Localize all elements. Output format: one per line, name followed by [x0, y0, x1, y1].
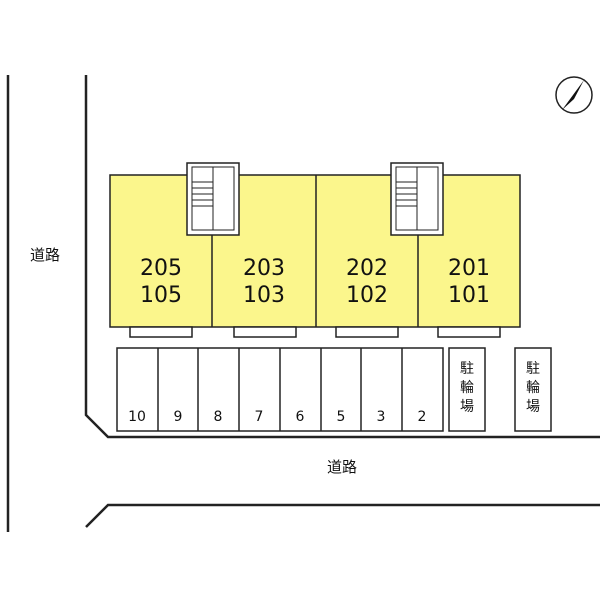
- balcony: [335, 326, 399, 338]
- south-road-label: 道路: [327, 458, 357, 476]
- unit-number-lower: 105: [140, 283, 182, 308]
- balcony: [129, 326, 193, 338]
- bicycle-parking: 駐 輪 場: [448, 347, 486, 432]
- unit-number-upper: 201: [448, 256, 490, 281]
- parking-space-number: 3: [377, 409, 386, 425]
- bicycle-parking: 駐 輪 場: [514, 347, 552, 432]
- south-road-outer-edge: [85, 503, 600, 528]
- unit-number-lower: 102: [346, 283, 388, 308]
- building: 205 105 203 103 202 102 201 101: [109, 162, 521, 338]
- stairs-icon: [186, 162, 240, 236]
- parking-space-number: 5: [337, 409, 346, 425]
- stairs-icon: [390, 162, 444, 236]
- parking-space-number: 2: [418, 409, 427, 425]
- road-edge-inner: [84, 75, 600, 439]
- parking-space-number: 8: [214, 409, 223, 425]
- bicycle-parking-label: 場: [526, 399, 540, 415]
- north-arrow-icon: [555, 76, 593, 114]
- parking-lot: 10 9 8 7 6 5 3 2: [116, 347, 444, 432]
- bicycle-parking-label: 駐: [460, 361, 474, 377]
- balcony: [437, 326, 501, 338]
- west-road-label: 道路: [30, 246, 60, 264]
- parking-space-number: 9: [174, 409, 183, 425]
- unit-number-upper: 203: [243, 256, 285, 281]
- building-outline: [109, 174, 521, 328]
- parking-space-number: 10: [128, 409, 146, 425]
- bicycle-parking-label: 場: [460, 399, 474, 415]
- unit-number-lower: 101: [448, 283, 490, 308]
- unit-number-upper: 205: [140, 256, 182, 281]
- bicycle-parking-label: 駐: [526, 361, 540, 377]
- unit-number-upper: 202: [346, 256, 388, 281]
- parking-space-number: 7: [255, 409, 264, 425]
- parking-space-number: 6: [296, 409, 305, 425]
- unit-number-lower: 103: [243, 283, 285, 308]
- bicycle-parking-label: 輪: [526, 379, 540, 396]
- bicycle-parking-label: 輪: [460, 379, 474, 396]
- balcony: [233, 326, 297, 338]
